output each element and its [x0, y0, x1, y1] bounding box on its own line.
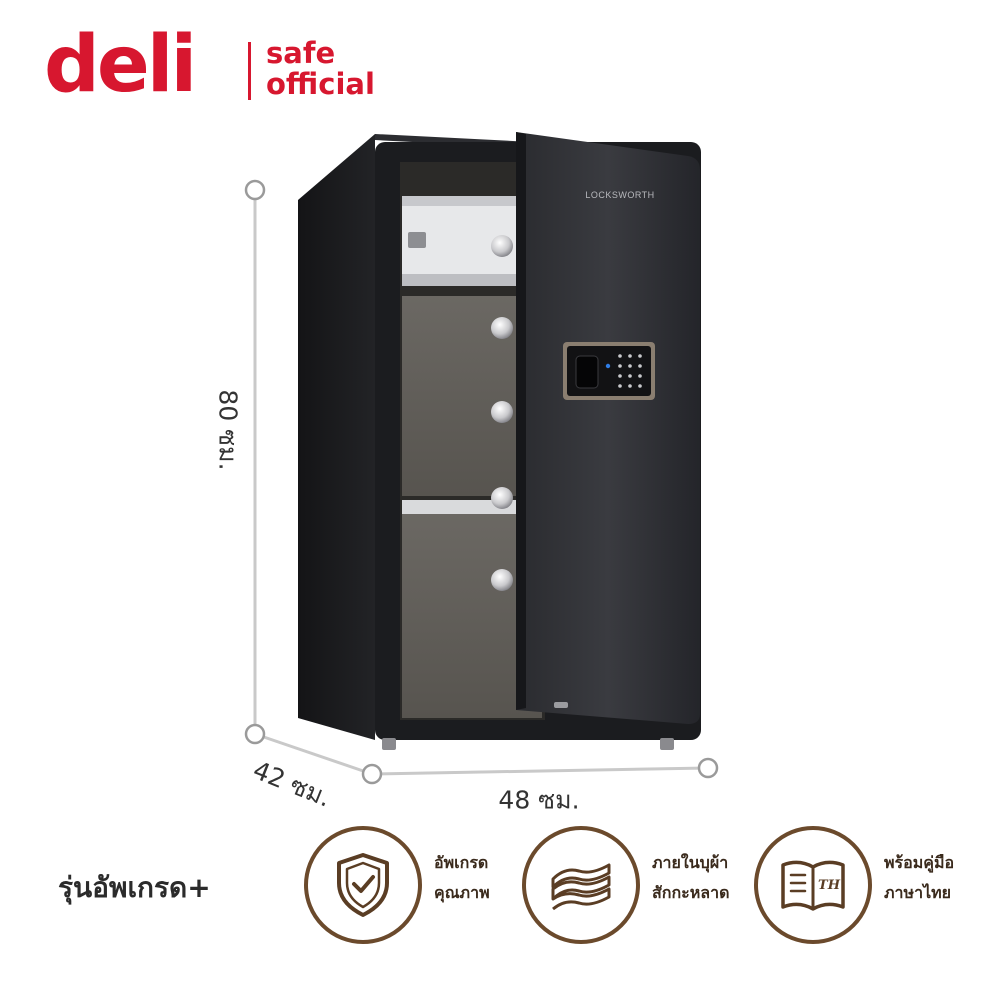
feature-line-2: ภาษาไทย	[884, 883, 952, 902]
keypad-buttons	[618, 354, 642, 388]
emergency-key-slot	[554, 702, 568, 708]
locking-bolt	[491, 317, 513, 339]
feature-text: พร้อมคู่มือ ภาษาไทย	[884, 848, 954, 908]
logo-subtitle: safe official	[266, 38, 375, 100]
locking-bolt	[491, 487, 513, 509]
feature-line-2: สักกะหลาด	[652, 883, 730, 902]
shield-check-icon	[337, 853, 389, 917]
logo-sub-line-2: official	[266, 67, 375, 101]
safe-door	[516, 132, 700, 724]
dim-node-corner	[244, 723, 266, 745]
feature-icon-circle	[304, 826, 422, 944]
upgrade-tagline: รุ่นอัพเกรด+	[58, 871, 211, 904]
locking-bolt	[491, 235, 513, 257]
logo-divider	[248, 42, 251, 100]
status-light	[605, 363, 611, 369]
brand-logo: deli safe official	[44, 26, 404, 110]
feature-icon-circle: TH	[754, 826, 872, 944]
feature-line-2: คุณภาพ	[434, 883, 490, 902]
th-badge-text: TH	[818, 878, 841, 893]
safe-side-panel	[298, 134, 375, 740]
width-label: 48 ซม.	[498, 785, 580, 815]
dim-node-top	[244, 179, 266, 201]
layered-fabric-icon	[551, 863, 611, 911]
drawer-lock	[408, 232, 426, 248]
safe-illustration: LOCKSWORTH	[298, 132, 701, 750]
locking-bolt	[491, 401, 513, 423]
width-line	[371, 766, 709, 776]
feature-line-1: อัพเกรด	[434, 853, 489, 872]
logo-sub-line-1: safe	[266, 36, 336, 70]
feature-line-1: ภายในบุผ้า	[652, 853, 729, 872]
feature-text: ภายในบุผ้า สักกะหลาด	[652, 848, 729, 908]
locking-bolt	[491, 569, 513, 591]
height-label: 80 ซม.	[213, 389, 243, 471]
feature-icon-circle	[522, 826, 640, 944]
depth-line	[254, 732, 373, 776]
feature-text: อัพเกรด คุณภาพ	[434, 848, 490, 908]
logo-brand-text: deli	[44, 20, 197, 110]
feature-line-1: พร้อมคู่มือ	[884, 853, 955, 872]
manual-book-icon: TH	[781, 860, 845, 911]
door-brand-text: LOCKSWORTH	[585, 190, 654, 200]
fingerprint-reader	[575, 355, 599, 389]
dim-node-front	[361, 763, 383, 785]
dim-node-right	[697, 757, 719, 779]
